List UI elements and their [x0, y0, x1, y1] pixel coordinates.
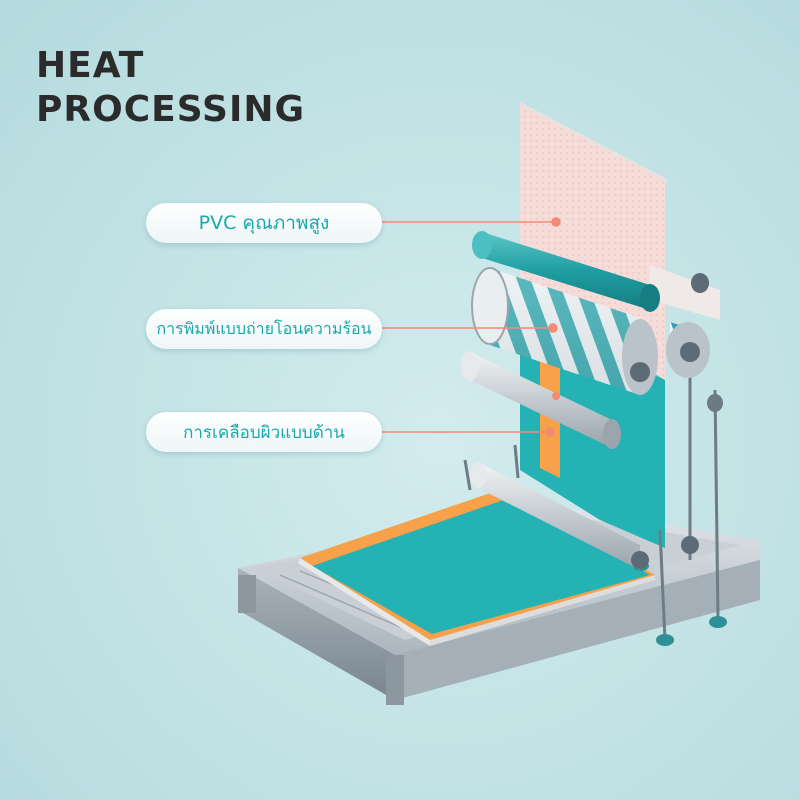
idler-rollers: [691, 273, 723, 412]
label-matte-lamination-text: การเคลือบผิวแบบด้าน: [183, 422, 345, 443]
label-pvc-quality-text: PVC คุณภาพสูง: [198, 212, 330, 234]
outfeed-roller: [470, 462, 699, 570]
title-line-2: PROCESSING: [36, 89, 306, 130]
lamination-roller: [461, 351, 621, 449]
page-title: HEAT PROCESSING: [36, 44, 305, 132]
marker-dot: [552, 392, 560, 400]
label-matte-lamination: การเคลือบผิวแบบด้าน: [146, 412, 382, 452]
label-pvc-quality: PVC คุณภาพสูง: [146, 203, 382, 243]
support-posts: [463, 340, 720, 641]
leader-lines: [382, 217, 561, 437]
label-heat-transfer-print: การพิมพ์แบบถ่ายโอนความร้อน: [146, 309, 382, 349]
label-heat-transfer-print-text: การพิมพ์แบบถ่ายโอนความร้อน: [156, 318, 372, 338]
teal-feed-roller: [472, 231, 660, 312]
printing-roller: [471, 267, 658, 395]
pressure-roller: [666, 322, 710, 378]
title-line-1: HEAT: [36, 45, 145, 86]
